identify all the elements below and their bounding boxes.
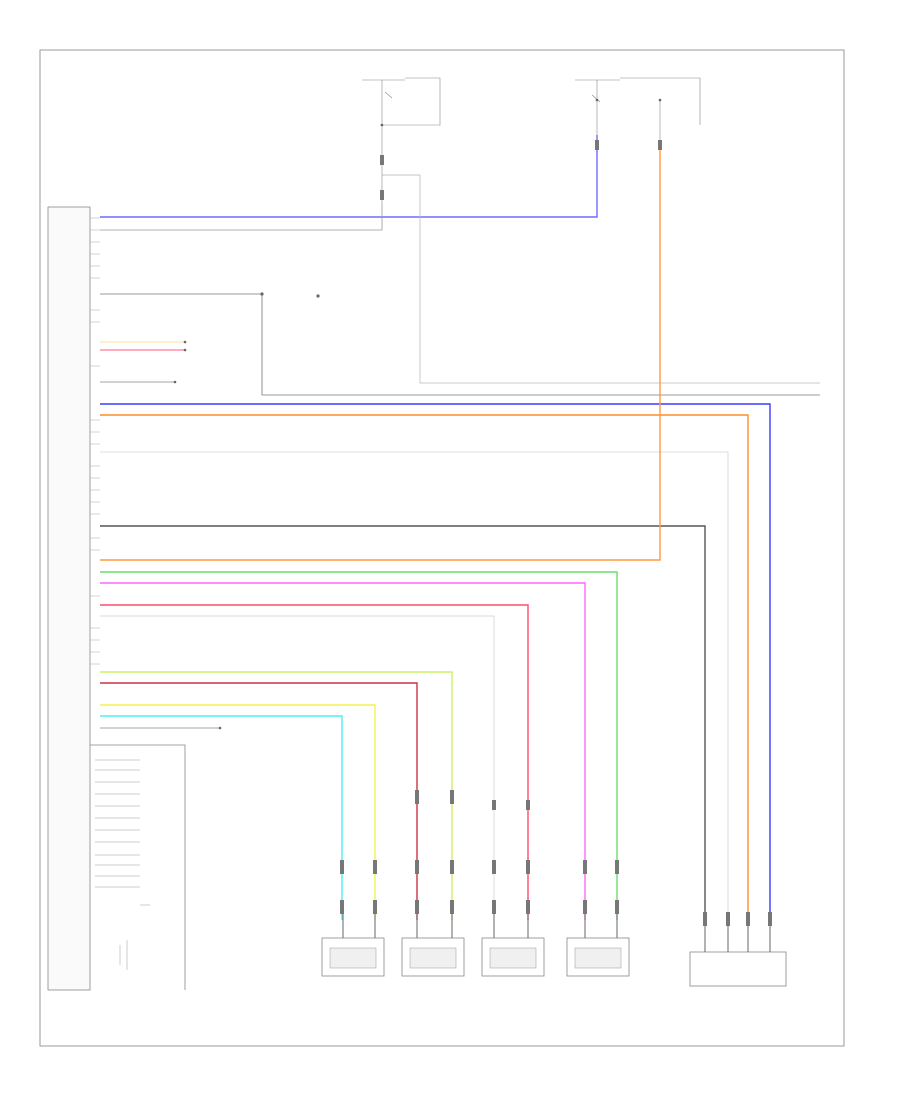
sensor-1 (321, 914, 385, 977)
wires (100, 135, 820, 920)
sensor-components (321, 914, 787, 987)
junction-dots (173, 98, 662, 730)
wire-blu-top (100, 135, 598, 218)
diagram-frame (39, 49, 845, 1047)
connector-marks (340, 140, 772, 926)
sensor-3 (481, 914, 545, 977)
wire-gray-right (100, 451, 729, 920)
fuse-block-left (362, 77, 441, 205)
wire-brn-red (100, 682, 418, 920)
right-module (689, 926, 787, 987)
sensor-4 (566, 914, 630, 977)
wire-orn-right (100, 414, 749, 920)
pin-ticks (90, 217, 100, 665)
wire-blu-right (100, 403, 771, 920)
sensor-2 (401, 914, 465, 977)
wire-blk-top (100, 205, 383, 231)
inner-switches (95, 759, 150, 970)
wire-yel-grn (100, 671, 453, 920)
wire-yel (100, 704, 376, 920)
wire-orn-main (100, 140, 661, 561)
wire-gray-sensor (100, 293, 820, 396)
wire-blk-right (100, 525, 706, 920)
wire-gray-thin (100, 615, 495, 920)
wire-red (100, 604, 529, 920)
fuse-block-right (575, 77, 701, 140)
wire-grn (100, 571, 618, 920)
wire-cyan (100, 715, 343, 920)
inner-unit-outline (90, 744, 186, 990)
wire-gray-fuse (419, 175, 820, 384)
control-unit-box (47, 206, 91, 991)
wire-pnk (100, 582, 586, 920)
